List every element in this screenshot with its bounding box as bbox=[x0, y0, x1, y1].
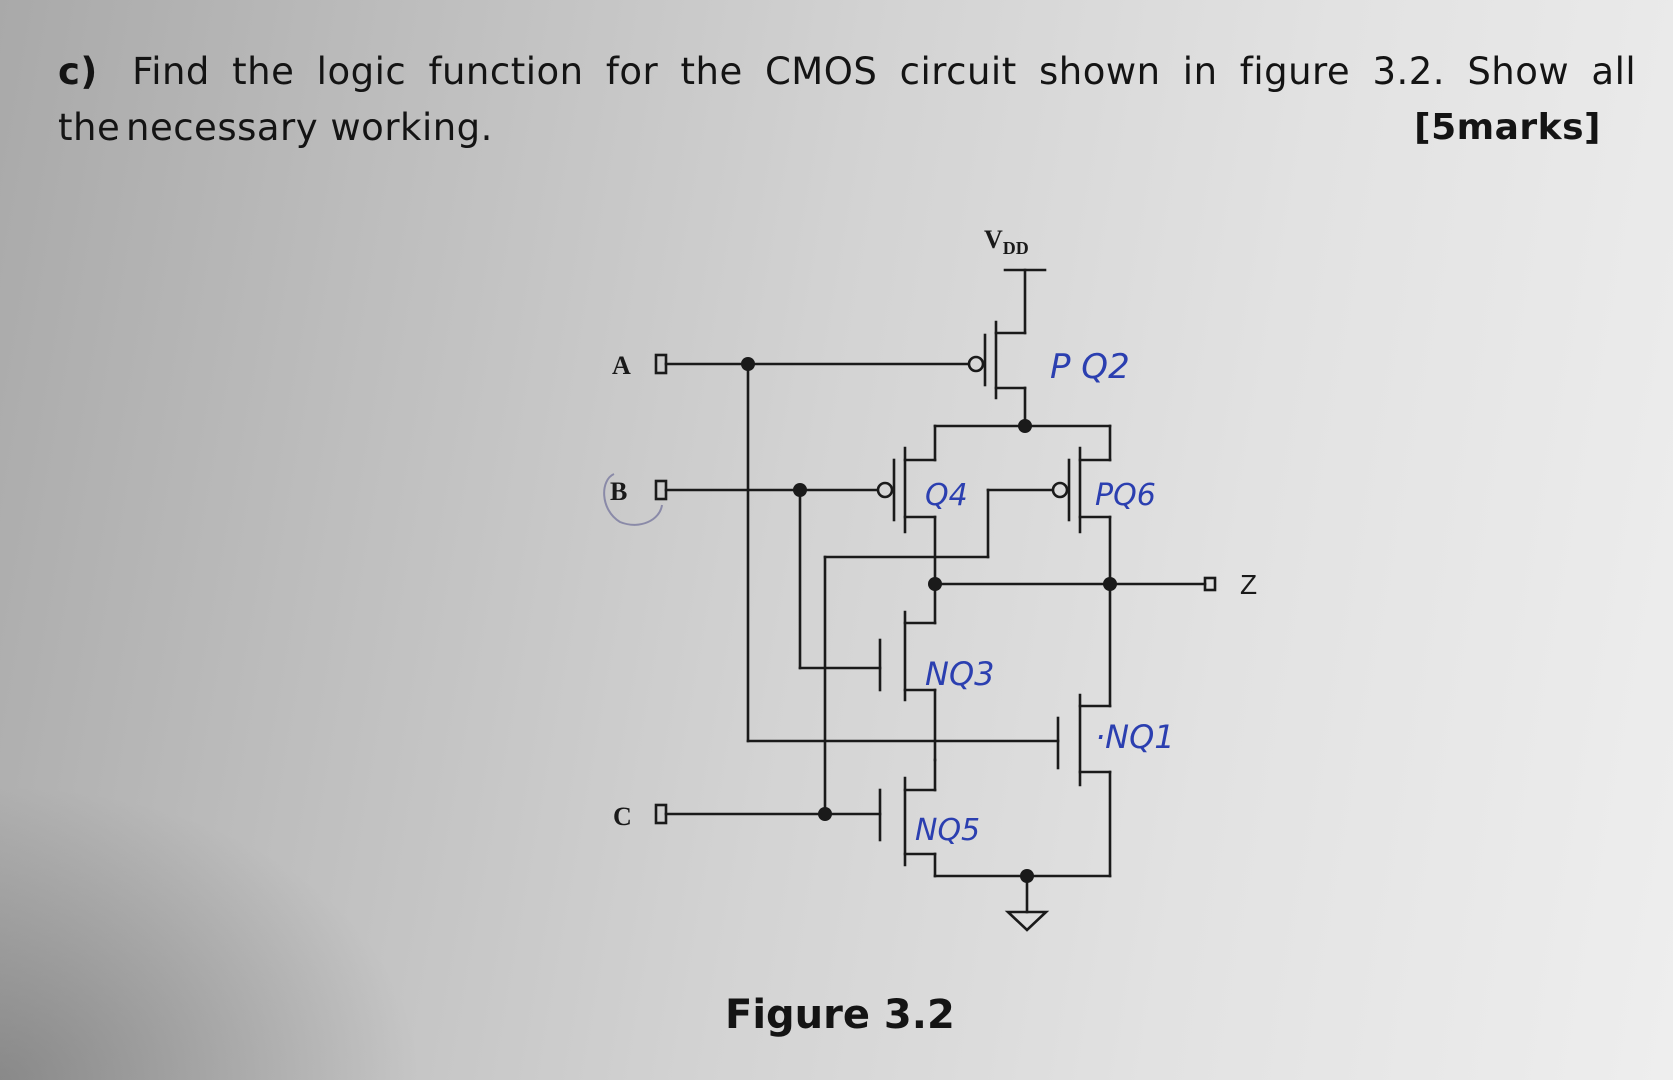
figure-caption: Figure 3.2 bbox=[725, 992, 955, 1038]
handwritten-q1: ·NQ1 bbox=[1095, 718, 1175, 756]
input-c-terminal bbox=[654, 803, 668, 825]
input-b-terminal bbox=[654, 479, 668, 501]
transistor-q6-pmos bbox=[1051, 424, 1112, 534]
output-z-label: Z bbox=[1240, 569, 1257, 600]
question-label: c) bbox=[58, 50, 98, 93]
transistor-q2-pmos bbox=[967, 320, 1027, 428]
handwritten-q6: PQ6 bbox=[1095, 478, 1156, 513]
transistor-q1-nmos bbox=[1056, 693, 1112, 878]
input-a-label: A bbox=[612, 351, 631, 380]
question-line-1: c) Find the logic function for the CMOS … bbox=[58, 44, 1638, 156]
question-text-1: Find the logic function for the CMOS cir… bbox=[58, 50, 1637, 149]
question-block: c) Find the logic function for the CMOS … bbox=[58, 44, 1638, 156]
marks-label: [5marks] bbox=[1414, 107, 1601, 148]
transistor-q5-nmos bbox=[878, 758, 937, 878]
handwritten-q2: P Q2 bbox=[1050, 347, 1130, 387]
handwritten-q3: NQ3 bbox=[925, 655, 994, 693]
ground-symbol bbox=[1004, 910, 1050, 932]
transistor-q4-pmos bbox=[876, 424, 937, 534]
pencil-circle-mark bbox=[603, 473, 663, 526]
output-terminal bbox=[1203, 576, 1217, 592]
handwritten-q5: NQ5 bbox=[915, 813, 980, 848]
handwritten-q4: Q4 bbox=[925, 478, 968, 513]
question-line-2: necessary working. [5marks] bbox=[126, 100, 1601, 156]
input-c-label: C bbox=[613, 802, 632, 831]
transistor-q3-nmos bbox=[878, 582, 937, 762]
vdd-label: VDD bbox=[984, 225, 1029, 258]
input-b-label: B bbox=[610, 477, 627, 506]
input-a-terminal bbox=[654, 353, 668, 375]
junction-dots bbox=[741, 357, 1117, 883]
question-text-2: necessary working. bbox=[126, 106, 493, 149]
